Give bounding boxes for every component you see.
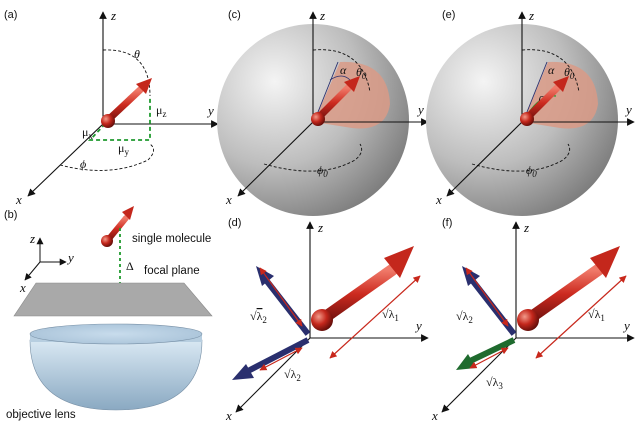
mu-y-label: μy xyxy=(118,141,129,157)
c-y-label: y xyxy=(416,102,424,117)
e-y-label: y xyxy=(624,102,632,117)
x-label: x xyxy=(15,192,22,207)
theta-arc xyxy=(102,49,151,97)
e-phi0-label: ϕ0 xyxy=(526,163,537,179)
alpha-label: α xyxy=(340,63,347,77)
phi-label: ϕ xyxy=(80,157,86,171)
f-lambda2-label: √λ2 xyxy=(456,309,473,325)
b-y-label: y xyxy=(66,250,74,265)
z-label: z xyxy=(110,8,116,23)
b-z-label: z xyxy=(29,231,35,246)
y-label: y xyxy=(206,103,214,118)
objective-lens-label: objective lens xyxy=(6,409,76,421)
cone-e xyxy=(523,61,598,129)
panel-d-label: (d) xyxy=(228,217,241,229)
phi0-arc xyxy=(263,143,363,172)
theta-label: θ xyxy=(134,47,140,61)
lambda3-label: √λ3 xyxy=(486,375,503,391)
mu-x-label: μx xyxy=(82,125,93,141)
f-y-label: y xyxy=(622,318,630,333)
panel-a: (a) z y x θ ϕ μx μy μz xyxy=(4,8,219,207)
f-x-label: x xyxy=(431,408,438,423)
f-lambda2-arrow xyxy=(465,267,509,327)
c-x-axis xyxy=(237,121,314,197)
lambda3-axis xyxy=(456,337,516,370)
dipole-f xyxy=(517,246,620,331)
lambda1-label: √λ1 xyxy=(382,307,399,323)
delta-label: Δ xyxy=(126,259,134,273)
single-molecule xyxy=(101,206,134,247)
c-x-label: x xyxy=(225,192,232,207)
panel-b: (b) z y x single molecule Δ focal plane … xyxy=(4,206,213,421)
x-axis xyxy=(27,123,104,197)
e-x-label: x xyxy=(435,192,442,207)
lambda2-arrow-lower xyxy=(259,347,303,371)
d-x-label: x xyxy=(225,408,232,423)
lambda3-arrow xyxy=(469,347,509,369)
lambda2-arrow-upper xyxy=(259,267,303,327)
f-lambda1-label: √λ1 xyxy=(588,307,605,323)
dipole-c xyxy=(311,76,360,126)
single-molecule-label: single molecule xyxy=(132,233,211,245)
lambda2-label-lower: √λ2 xyxy=(284,367,301,383)
alpha-arc xyxy=(329,75,351,81)
panel-f-label: (f) xyxy=(442,217,452,229)
objective-lens xyxy=(29,323,203,411)
e-z-label: z xyxy=(528,8,534,23)
panel-e: (e) z y x α β θ0 ϕ0 xyxy=(426,8,635,216)
dipole-d xyxy=(311,246,414,331)
e-alpha-label: α xyxy=(548,63,555,77)
theta0-arc xyxy=(312,49,371,93)
d-y-label: y xyxy=(414,318,422,333)
e-theta0-arc xyxy=(521,49,580,93)
b-x-axis xyxy=(24,261,41,281)
e-x-axis xyxy=(446,121,523,197)
projection-dashes xyxy=(87,98,151,141)
mu-z-label: μz xyxy=(156,103,166,119)
f-z-label: z xyxy=(523,220,529,235)
phi-arc xyxy=(59,143,154,171)
panel-e-label: (e) xyxy=(442,9,455,21)
panel-c-label: (c) xyxy=(228,9,241,21)
panel-c: (c) z y x α θ0 ϕ0 xyxy=(217,8,429,216)
b-x-label: x xyxy=(19,280,26,295)
theta0-label: θ0 xyxy=(356,65,367,81)
focal-plane-label: focal plane xyxy=(144,265,200,277)
phi0-label: ϕ0 xyxy=(317,163,328,179)
e-theta0-label: θ0 xyxy=(564,65,575,81)
d-z-label: z xyxy=(317,220,323,235)
panel-d: (d) z y x √λ2 √λ2 √λ1 xyxy=(225,217,429,423)
panel-b-label: (b) xyxy=(4,209,17,221)
panel-f: (f) z y x √λ2 √λ3 √λ1 xyxy=(431,217,635,423)
panel-a-label: (a) xyxy=(4,9,17,21)
lambda2-label-upper: √λ2 xyxy=(250,309,267,325)
dipole-a xyxy=(101,78,152,128)
lambda1-arrow xyxy=(329,275,421,359)
c-z-label: z xyxy=(319,8,325,23)
e-phi0-arc xyxy=(471,143,571,172)
dipole-e xyxy=(520,76,569,126)
focal-plane xyxy=(13,282,213,317)
f-lambda1-arrow xyxy=(535,275,627,359)
